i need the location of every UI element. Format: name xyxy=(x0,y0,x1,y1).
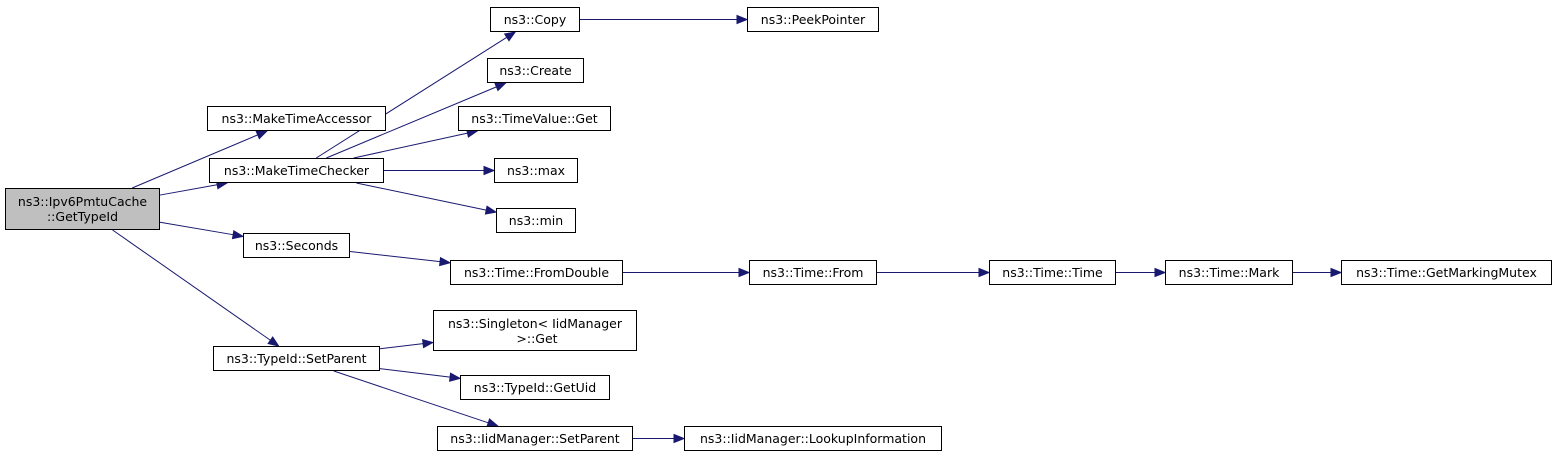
node-peekpointer[interactable]: ns3::PeekPointer xyxy=(747,7,879,32)
arrowhead-getuid xyxy=(449,372,462,382)
node-copy[interactable]: ns3::Copy xyxy=(490,7,580,32)
node-typeid-setparent[interactable]: ns3::TypeId::SetParent xyxy=(213,346,380,371)
arrowhead-setparent xyxy=(267,336,280,347)
edge-root-to-seconds xyxy=(159,221,234,236)
node-time-getmarkingmutex[interactable]: ns3::Time::GetMarkingMutex xyxy=(1341,260,1552,285)
edge-setparent-to-iidsetparent xyxy=(333,370,489,424)
node-timevalue-get[interactable]: ns3::TimeValue::Get xyxy=(458,106,611,131)
node-time-fromdouble[interactable]: ns3::Time::FromDouble xyxy=(450,260,623,285)
arrowhead-max xyxy=(483,165,496,176)
node-min[interactable]: ns3::min xyxy=(496,208,576,233)
node-seconds[interactable]: ns3::Seconds xyxy=(243,233,350,258)
arrowhead-from xyxy=(738,267,751,278)
arrowhead-mta xyxy=(255,130,269,140)
arrowhead-lookup xyxy=(673,433,686,444)
node-maketimechecker[interactable]: ns3::MakeTimeChecker xyxy=(209,158,384,183)
node-create[interactable]: ns3::Create xyxy=(487,58,584,83)
edge-setparent-to-singleton xyxy=(379,343,424,350)
arrowhead-peek xyxy=(736,14,749,25)
edge-mtc-to-create xyxy=(326,86,497,159)
edge-seconds-to-fromdouble xyxy=(349,251,441,263)
arrowhead-fromdouble xyxy=(439,256,452,267)
node-time-time[interactable]: ns3::Time::Time xyxy=(989,260,1116,285)
node-typeid-getuid[interactable]: ns3::TypeId::GetUid xyxy=(460,375,610,400)
node-ipv6pmtucache-gettypeid: ns3::Ipv6PmtuCache ::GetTypeId xyxy=(5,188,160,230)
arrowhead-mark xyxy=(1154,267,1167,278)
edge-mtc-to-tvget xyxy=(353,132,468,159)
node-iidmanager-lookupinformation[interactable]: ns3::IidManager::LookupInformation xyxy=(684,426,942,451)
edge-setparent-to-getuid xyxy=(379,368,451,378)
edge-root-to-setparent xyxy=(112,229,271,341)
node-time-from[interactable]: ns3::Time::From xyxy=(749,260,877,285)
edge-mtc-to-copy xyxy=(315,36,508,159)
node-iidmanager-setparent[interactable]: ns3::IidManager::SetParent xyxy=(437,426,633,451)
arrowhead-create xyxy=(494,82,507,92)
node-singleton-iidmanager-get[interactable]: ns3::Singleton< IidManager >::Get xyxy=(433,310,637,351)
edge-root-to-mtc xyxy=(159,184,218,196)
arrowhead-time xyxy=(978,267,991,278)
arrowhead-singleton xyxy=(422,338,435,349)
arrowhead-min xyxy=(484,205,498,215)
node-maketimeaccessor[interactable]: ns3::MakeTimeAccessor xyxy=(207,106,386,131)
edge-root-to-mta xyxy=(131,134,258,189)
arrowhead-mutex xyxy=(1330,267,1343,278)
arrowhead-seconds xyxy=(231,229,245,240)
arrowhead-copy xyxy=(503,31,517,42)
node-max[interactable]: ns3::max xyxy=(494,158,578,183)
edge-mtc-to-min xyxy=(356,182,487,211)
node-time-mark[interactable]: ns3::Time::Mark xyxy=(1165,260,1293,285)
